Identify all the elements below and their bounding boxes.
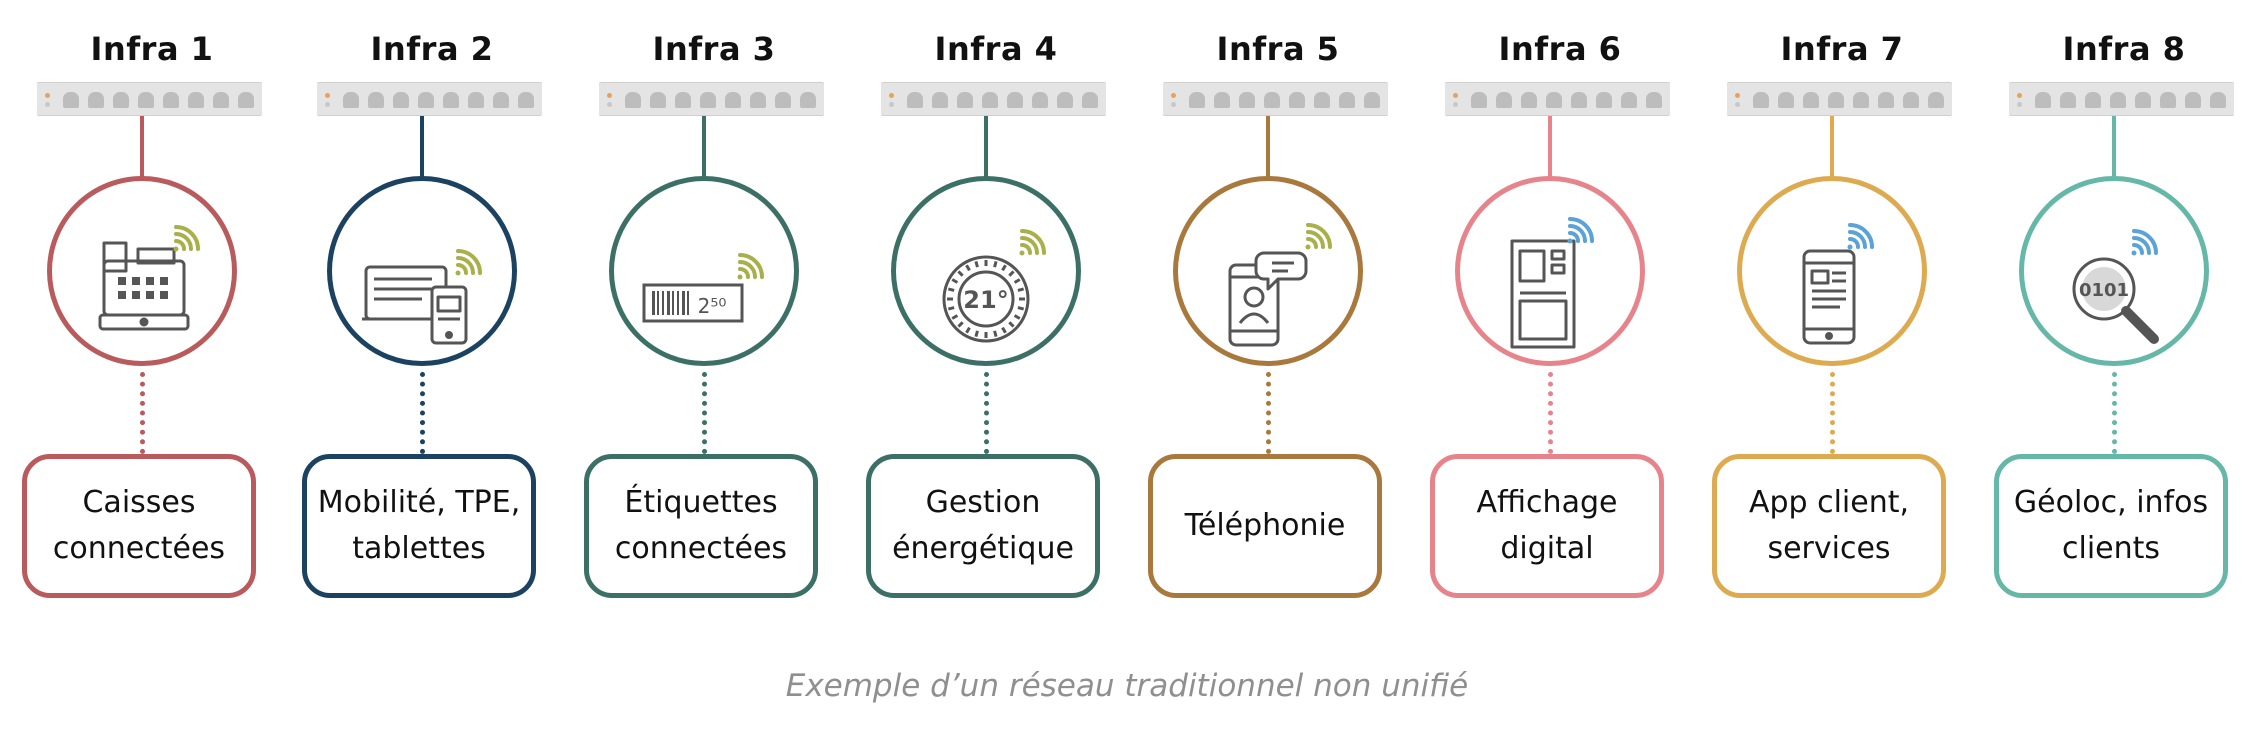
device-circle: 2⁵⁰ <box>609 176 799 366</box>
infra-column-5: Infra 5 Téléphonie <box>1148 0 1408 640</box>
service-label-text: Géoloc, infos clients <box>2013 485 2209 566</box>
wireless-link <box>1830 372 1835 454</box>
service-label: Mobilité, TPE, tablettes <box>302 454 536 598</box>
magnifier-data-icon: 0101 <box>2072 229 2159 344</box>
network-switch-icon <box>1445 82 1670 116</box>
device-circle: 21° <box>891 176 1081 366</box>
uplink-cable <box>1266 116 1270 180</box>
infra-column-8: Infra 8 0101 Géoloc, infos clients <box>1994 0 2254 640</box>
tablet-phone-icon <box>362 249 482 345</box>
network-switch-icon <box>881 82 1106 116</box>
infra-title: Infra 8 <box>2062 30 2186 68</box>
device-circle <box>1455 176 1645 366</box>
device-circle <box>327 176 517 366</box>
service-label-text: Mobilité, TPE, tablettes <box>317 485 521 566</box>
device-circle <box>1173 176 1363 366</box>
service-label: Téléphonie <box>1148 454 1382 598</box>
device-circle <box>47 176 237 366</box>
uplink-cable <box>140 116 144 180</box>
network-switch-icon <box>2009 82 2234 116</box>
price-label-icon: 2⁵⁰ <box>642 253 764 323</box>
infra-column-4: Infra 4 21° Gestion énergétique <box>866 0 1126 640</box>
uplink-cable <box>702 116 706 180</box>
wireless-link <box>420 372 425 454</box>
network-switch-icon <box>37 82 262 116</box>
infra-title: Infra 4 <box>934 30 1058 68</box>
uplink-cable <box>2112 116 2116 180</box>
caption: Exemple d’un réseau traditionnel non uni… <box>785 668 1469 704</box>
wireless-link <box>2112 372 2117 454</box>
wireless-link <box>702 372 707 454</box>
cash-register-icon <box>98 225 200 331</box>
service-label: Affichage digital <box>1430 454 1664 598</box>
infra-title: Infra 2 <box>370 30 494 68</box>
network-switch-icon <box>1727 82 1952 116</box>
infra-title: Infra 5 <box>1216 30 1340 68</box>
service-label-text: Téléphonie <box>1184 508 1346 543</box>
uplink-cable <box>1830 116 1834 180</box>
infra-column-6: Infra 6 Affichage digital <box>1430 0 1690 640</box>
service-label-text: Étiquettes connectées <box>614 485 788 566</box>
service-label-text: Caisses connectées <box>52 485 226 566</box>
uplink-cable <box>420 116 424 180</box>
service-label: App client, services <box>1712 454 1946 598</box>
wireless-link <box>984 372 989 454</box>
service-label-text: Gestion énergétique <box>892 485 1074 566</box>
infra-title: Infra 7 <box>1780 30 1904 68</box>
wireless-link <box>140 372 145 454</box>
infra-column-7: Infra 7 App client, services <box>1712 0 1972 640</box>
service-label: Caisses connectées <box>22 454 256 598</box>
wireless-link <box>1548 372 1553 454</box>
svg-text:0101: 0101 <box>2079 280 2129 301</box>
wireless-link <box>1266 372 1271 454</box>
phone-chat-icon <box>1228 223 1332 347</box>
kiosk-icon <box>1510 217 1594 349</box>
infra-column-3: Infra 3 2⁵⁰ Étiquettes connectées <box>584 0 844 640</box>
infra-column-1: Infra 1 Caisses connectées <box>22 0 282 640</box>
network-switch-icon <box>599 82 824 116</box>
network-switch-icon <box>317 82 542 116</box>
device-circle: 0101 <box>2019 176 2209 366</box>
infra-column-2: Infra 2 Mobilité, TPE, tablettes <box>302 0 562 640</box>
svg-text:21°: 21° <box>963 286 1008 314</box>
infra-title: Infra 1 <box>90 30 214 68</box>
service-label: Géoloc, infos clients <box>1994 454 2228 598</box>
network-switch-icon <box>1163 82 1388 116</box>
service-label: Étiquettes connectées <box>584 454 818 598</box>
service-label-text: Affichage digital <box>1476 485 1618 566</box>
smartphone-app-icon <box>1802 223 1874 345</box>
uplink-cable <box>1548 116 1552 180</box>
thermostat-icon: 21° <box>942 229 1046 343</box>
device-circle <box>1737 176 1927 366</box>
uplink-cable <box>984 116 988 180</box>
service-label: Gestion énergétique <box>866 454 1100 598</box>
service-label-text: App client, services <box>1748 485 1910 566</box>
infra-title: Infra 3 <box>652 30 776 68</box>
infra-title: Infra 6 <box>1498 30 1622 68</box>
svg-text:2⁵⁰: 2⁵⁰ <box>698 294 727 318</box>
